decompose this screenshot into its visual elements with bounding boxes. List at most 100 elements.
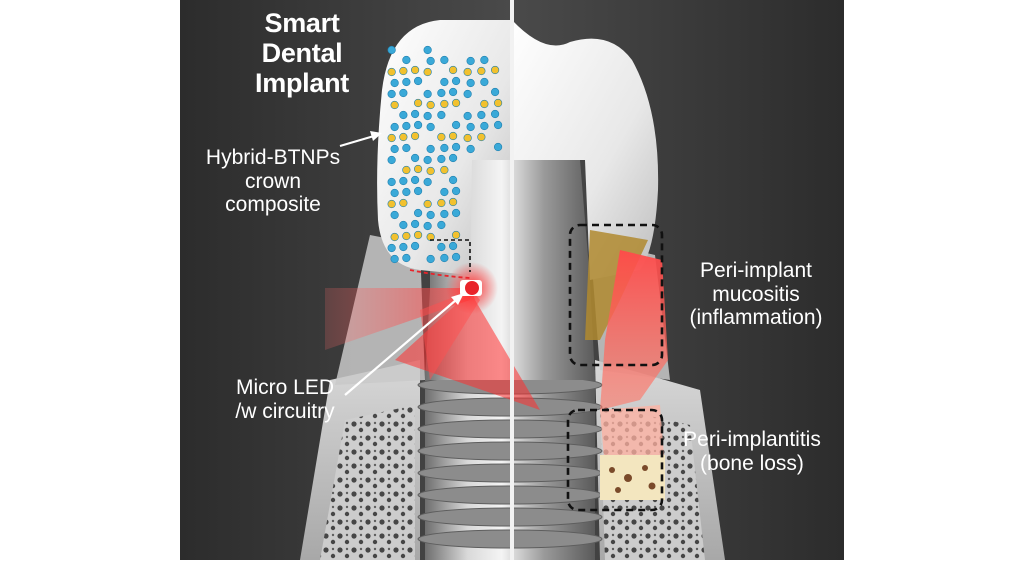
nanoparticle: [440, 55, 449, 65]
nanoparticle: [490, 87, 500, 97]
inflammation-region: [600, 250, 668, 410]
nanoparticle: [437, 88, 446, 98]
nanoparticle: [402, 121, 411, 131]
nanoparticle: [387, 155, 396, 165]
nanoparticle: [437, 198, 446, 208]
nanoparticle: [390, 254, 399, 264]
micro-led-label: Micro LED /w circuitry: [235, 376, 335, 423]
nanoparticle: [387, 133, 396, 143]
nanoparticle: [413, 98, 423, 108]
nanoparticle: [466, 122, 475, 132]
nanoparticle: [413, 76, 423, 86]
nanoparticle: [426, 122, 435, 132]
nanoparticle: [448, 175, 458, 185]
nanoparticle: [387, 89, 396, 99]
nanoparticle: [451, 98, 461, 108]
nanoparticle: [437, 110, 446, 120]
nanoparticle: [399, 132, 408, 142]
pointer-arrows: [339, 131, 464, 396]
crown-composite-label: Hybrid-BTNPs crown composite: [205, 146, 341, 217]
nanoparticle: [399, 88, 408, 98]
nanoparticle: [451, 120, 461, 130]
nanoparticle: [399, 198, 408, 208]
nanoparticle: [466, 78, 475, 88]
nanoparticle: [413, 230, 423, 240]
nanoparticle: [426, 100, 435, 110]
nanoparticle: [466, 144, 475, 154]
nanoparticle: [437, 154, 446, 164]
nanoparticle: [451, 186, 461, 196]
nanoparticle: [390, 122, 399, 132]
nanoparticle: [493, 120, 503, 130]
nanoparticle: [437, 132, 446, 142]
nanoparticle: [490, 65, 500, 75]
nanoparticle: [390, 210, 399, 220]
nanoparticle: [390, 100, 399, 110]
nanoparticle: [399, 176, 408, 186]
nanoparticle: [423, 199, 432, 209]
nanoparticle: [390, 78, 399, 88]
nanoparticle: [448, 65, 458, 75]
nanoparticle: [387, 243, 396, 253]
nanoparticle: [463, 89, 472, 99]
nanoparticle: [451, 230, 461, 240]
nanoparticle: [448, 131, 458, 141]
nanoparticle: [448, 153, 458, 163]
nanoparticle: [448, 241, 458, 251]
nanoparticle: [493, 142, 503, 152]
nanoparticle: [410, 153, 420, 163]
micro-led-dot: [465, 281, 479, 295]
nanoparticle: [440, 99, 449, 109]
diagram-title: Smart Dental Implant: [255, 8, 349, 99]
nanoparticle: [423, 111, 432, 121]
nanoparticle: [402, 187, 411, 197]
nanoparticle: [387, 67, 396, 77]
mucositis-box: [568, 223, 664, 367]
nanoparticle: [426, 166, 435, 176]
nanoparticle: [463, 67, 472, 77]
nanoparticle: [451, 208, 461, 218]
nanoparticle: [413, 164, 423, 174]
led-light: [325, 262, 540, 410]
nanoparticle: [399, 220, 408, 230]
nanoparticle: [451, 76, 461, 86]
nanoparticle: [451, 252, 461, 262]
nanoparticle: [387, 45, 396, 55]
nanoparticle: [423, 155, 432, 165]
nanoparticle: [426, 254, 435, 264]
mucositis-label: Peri-implant mucositis (inflammation): [689, 259, 823, 330]
nanoparticle: [390, 232, 399, 242]
nanoparticle: [410, 219, 420, 229]
nanoparticle: [390, 188, 399, 198]
nanoparticle: [477, 110, 486, 120]
nanoparticle: [402, 165, 411, 175]
nanoparticle: [440, 209, 449, 219]
nanoparticle: [423, 89, 432, 99]
center-divider: [510, 0, 514, 560]
nanoparticle: [390, 144, 399, 154]
nanoparticle: [399, 110, 408, 120]
nanoparticle: [402, 143, 411, 153]
nanoparticle: [402, 77, 411, 87]
nanoparticle: [448, 197, 458, 207]
nanoparticle: [410, 65, 420, 75]
nanoparticle: [413, 208, 423, 218]
bone-loss-region: [600, 405, 665, 500]
nanoparticle: [423, 45, 432, 55]
nanoparticle: [413, 186, 423, 196]
nanoparticle: [480, 55, 489, 65]
nanoparticle: [480, 99, 489, 109]
nanoparticle: [410, 175, 420, 185]
nanoparticle: [410, 109, 420, 119]
nanoparticle: [440, 143, 449, 153]
nanoparticle: [410, 131, 420, 141]
nanoparticle: [490, 109, 500, 119]
bone-loss-box: [566, 408, 664, 512]
nanoparticle: [477, 66, 486, 76]
nanoparticle: [440, 187, 449, 197]
nanoparticle: [387, 199, 396, 209]
nanoparticle: [493, 98, 503, 108]
nanoparticle: [423, 67, 432, 77]
